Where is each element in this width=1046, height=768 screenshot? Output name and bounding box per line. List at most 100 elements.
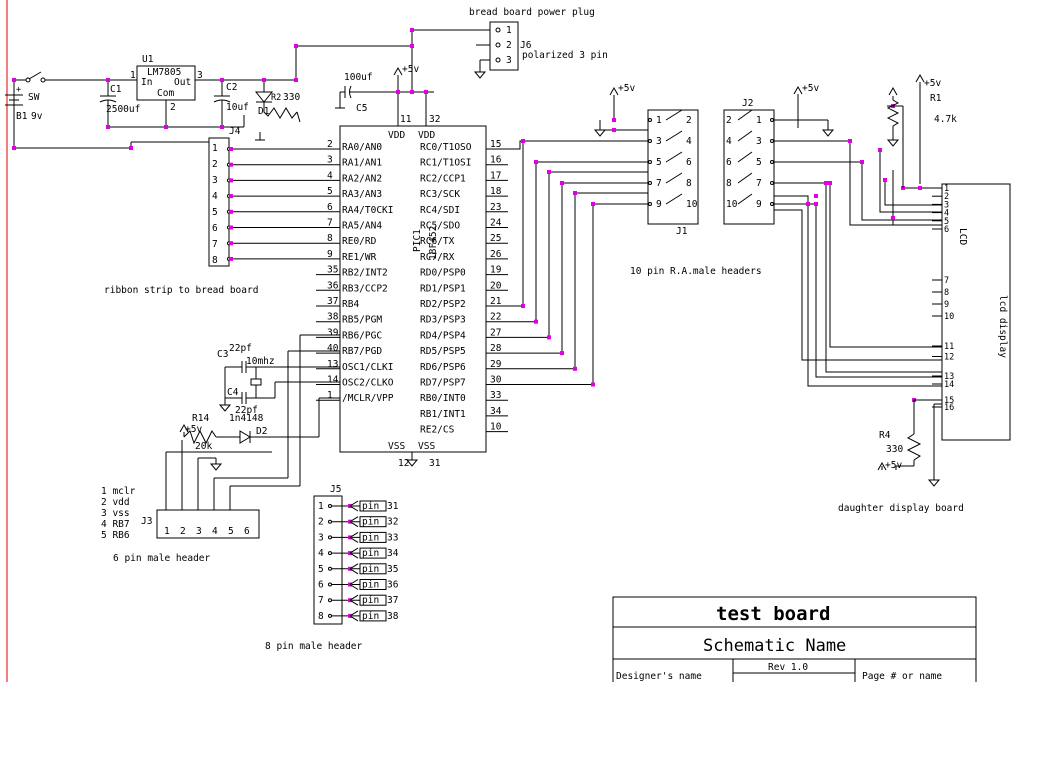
pic-pin-number: 21 (490, 296, 502, 307)
pin-tab-label: pin (362, 517, 379, 528)
junction-dot (424, 90, 428, 94)
r2-label: R2 (271, 93, 281, 103)
svg-text:+5v: +5v (618, 83, 635, 94)
svg-text:+5v: +5v (885, 460, 902, 471)
junction-dot (878, 148, 882, 152)
junction-dot (396, 90, 400, 94)
pin-ref: 34 (387, 548, 399, 559)
junction-dot (612, 128, 616, 132)
pic-pin-number: 13 (327, 359, 338, 370)
pic-pin-number: 36 (327, 280, 339, 291)
junction-dot (294, 78, 298, 82)
pin-ref: 32 (387, 517, 398, 528)
ra-headers-label: 10 pin R.A.male headers (630, 266, 762, 277)
lcd-pin-number: 5 (944, 217, 949, 227)
svg-text:4 RB7: 4 RB7 (101, 519, 130, 530)
pic-pin-label: RB1/INT1 (420, 409, 466, 420)
pin-tab-label: pin (362, 548, 379, 559)
junction-dot (534, 160, 538, 164)
svg-text:2 vdd: 2 vdd (101, 497, 130, 508)
sw-label: SW (28, 92, 40, 103)
pin-tab (359, 563, 387, 575)
svg-text:J2: J2 (742, 98, 753, 109)
power-section: + SW B1 9v C1 2500uf U1 LM7805 In Out Co… (5, 29, 490, 149)
pin-ref: 37 (387, 595, 398, 606)
svg-text:LCD: LCD (957, 228, 968, 245)
pic-pin-number: 1 (327, 390, 333, 401)
pic-pin-label: RA1/AN1 (342, 158, 382, 169)
j5-pin-number: 2 (318, 517, 324, 528)
junction-dot (164, 125, 168, 129)
junction-dot (229, 194, 233, 199)
svg-text:2: 2 (180, 526, 186, 537)
svg-text:C4: C4 (227, 387, 239, 398)
pic-pin-label: RB2/INT2 (342, 268, 388, 279)
pin-tab (359, 516, 387, 528)
c2-value: 10uf (226, 102, 249, 113)
j1-pin: 4 (686, 136, 692, 147)
svg-text:1: 1 (164, 526, 170, 537)
j2-pin: 10 (726, 199, 738, 210)
junction-dot (918, 186, 922, 190)
pic-pin-label: RC0/T1OSO (420, 142, 472, 153)
designer-label: Designer's name (616, 671, 702, 682)
junction-dot (229, 241, 233, 246)
j6-power-plug: bread board power plug 1 2 3 J6 polarize… (469, 7, 608, 79)
pic-pin-label: RD6/PSP6 (420, 362, 466, 373)
lcd-pin-number: 8 (944, 288, 949, 298)
junction-dot (547, 170, 551, 174)
pic-pin-label: RC1/T1OSI (420, 158, 471, 169)
junction-dot (573, 366, 577, 371)
ribbon-label: ribbon strip to bread board (104, 285, 258, 296)
svg-text:6: 6 (212, 223, 218, 234)
page-label: Page # or name (862, 671, 942, 682)
junction-dot (560, 181, 564, 185)
pic-pin-label: RC3/SCK (420, 189, 460, 200)
pic-pin-label: RC6/TX (420, 236, 455, 247)
junction-dot (806, 202, 810, 206)
j5-pin-number: 8 (318, 611, 324, 622)
j2-pin: 2 (726, 115, 732, 126)
pic-pin-number: 22 (490, 312, 501, 323)
icsp-network: R14 +5v 20k 1n4148 D2 J3 1 2 3 4 5 (101, 334, 340, 564)
j4-wires (227, 147, 316, 261)
svg-text:32: 32 (429, 114, 440, 125)
pic-pin-label: OSC1/CLKI (342, 362, 393, 373)
pic-pin-number: 27 (490, 327, 501, 338)
j2-pin: 6 (726, 157, 732, 168)
pin-tab-label: pin (362, 564, 379, 575)
pic-pin-label: RA3/AN3 (342, 189, 382, 200)
svg-text:J4: J4 (229, 126, 241, 137)
pic-pin-label: RD4/PSP4 (420, 330, 466, 341)
svg-text:+: + (16, 85, 21, 95)
pic-pin-number: 28 (490, 343, 502, 354)
pic-pin-number: 33 (490, 390, 501, 401)
b1-value: 9v (31, 111, 43, 122)
svg-text:11: 11 (400, 114, 412, 125)
svg-text:R14: R14 (192, 413, 209, 424)
svg-text:8: 8 (212, 255, 218, 266)
junction-dot (229, 209, 233, 214)
svg-text:4: 4 (212, 526, 218, 537)
j5-pin-number: 1 (318, 501, 324, 512)
lcd-pin-number: 6 (944, 225, 949, 235)
j2-pin: 9 (756, 199, 762, 210)
svg-text:J6: J6 (520, 40, 532, 51)
svg-text:Out: Out (174, 77, 191, 88)
j2-pin: 8 (726, 178, 732, 189)
j1-pin: 1 (656, 115, 662, 126)
junction-dot (410, 44, 414, 48)
pin-tab-label: pin (362, 611, 379, 622)
pin-ref: 31 (387, 501, 399, 512)
svg-text:20k: 20k (195, 441, 212, 452)
pic-pin-label: RD3/PSP3 (420, 315, 466, 326)
pic-pin-label: RB5/PGM (342, 315, 382, 326)
polarized-label: polarized 3 pin (522, 50, 608, 61)
junction-dot (883, 178, 887, 182)
pic-pin-number: 10 (490, 422, 502, 433)
svg-text:22pf: 22pf (235, 405, 258, 416)
junction-dot (410, 28, 414, 32)
svg-text:4: 4 (212, 191, 218, 202)
